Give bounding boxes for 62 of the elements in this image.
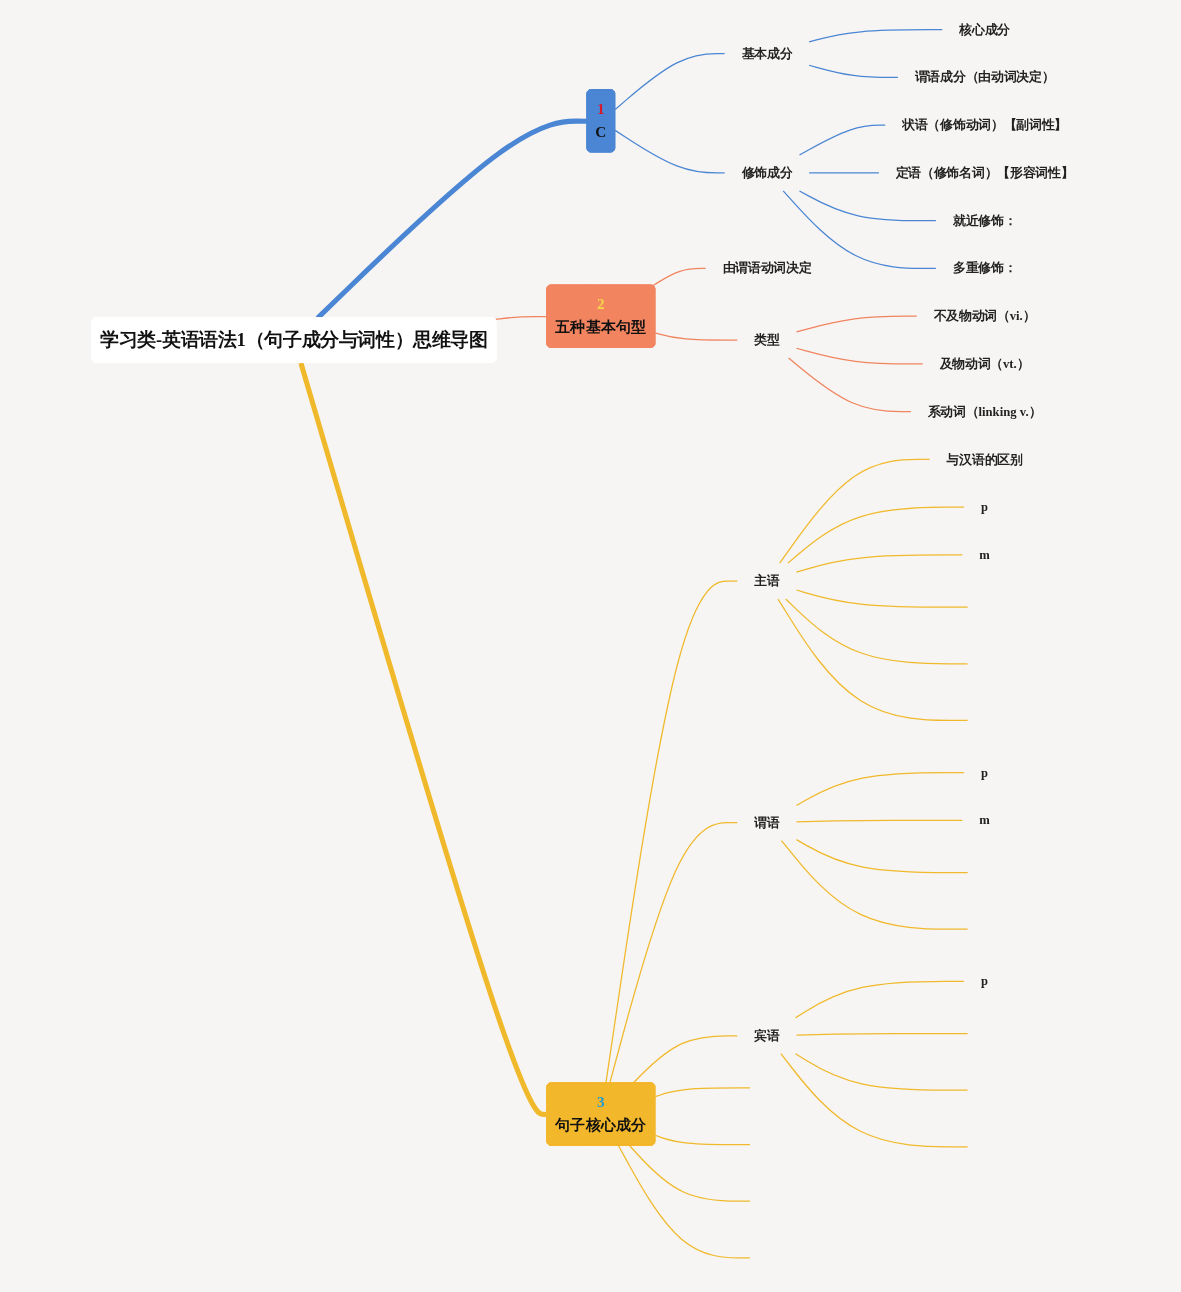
branch-line (784, 598, 968, 665)
branch-line (614, 52, 725, 111)
branch-line (795, 347, 923, 365)
topic-box: 2 五种基本句型 (545, 284, 655, 348)
topic-text: 定语（修饰名词）【形容词性】 (895, 166, 1073, 180)
branch-line (614, 129, 725, 174)
branch-line (654, 1134, 751, 1146)
branch-line (794, 1053, 968, 1091)
branch-line (808, 172, 880, 174)
branch-line (786, 506, 965, 564)
topic-text: 由谓语动词决定 (722, 261, 811, 276)
branch-line (628, 1145, 751, 1202)
topic-text: 谓语 (753, 815, 780, 830)
branch-line (779, 1053, 968, 1148)
branch-line (808, 64, 899, 79)
central-topic: 学习类-英语语法1（句子成分与词性）思维导图 (90, 317, 496, 363)
branch-line (778, 458, 930, 564)
branch-line (604, 580, 738, 1084)
branch-line (808, 29, 943, 43)
topic-text: 主语 (753, 574, 780, 588)
branch-line (787, 357, 912, 413)
branch-line (494, 315, 548, 321)
topic-text: 状语（修饰动词）【副词性】 (901, 118, 1067, 132)
branch-line (298, 362, 548, 1117)
branch-line (776, 598, 968, 722)
topic-text: m (978, 548, 990, 562)
branch-line (795, 1032, 968, 1036)
topic-text: 及物动词（vt.） (939, 357, 1029, 371)
branch-line (651, 267, 706, 287)
branch-line (617, 1145, 751, 1259)
topic-text: 类型 (753, 333, 780, 347)
branch-line (780, 839, 968, 930)
topic-text: m (978, 813, 990, 827)
topic-text: p (980, 974, 988, 988)
topic-text: 就近修饰： (952, 213, 1016, 228)
topic-text: 多重修饰： (952, 261, 1016, 276)
branch-line (795, 771, 965, 807)
branch-line (795, 589, 968, 608)
topic-text: 系动词（linking v.） (927, 404, 1041, 419)
branch-line (782, 190, 937, 270)
topic-text: 基本成分 (741, 46, 792, 61)
topic-text: 修饰成分 (741, 166, 792, 180)
topic-text: 不及物动词（vi.） (933, 309, 1035, 323)
branch-line (795, 839, 968, 874)
topic-text: 宾语 (753, 1028, 780, 1043)
branch-line (795, 554, 963, 573)
branch-line (798, 124, 886, 156)
branch-line (794, 980, 965, 1019)
topic-text: p (980, 500, 988, 514)
topic-text: p (980, 765, 988, 780)
branch-line (798, 190, 937, 222)
branch-line (795, 819, 963, 823)
branch-line (631, 1035, 738, 1084)
topic-text: 谓语成分（由动词决定） (914, 70, 1054, 85)
topic-box: 3 句子核心成分 (545, 1082, 655, 1146)
branch-line (654, 1087, 751, 1098)
branch-line (608, 821, 738, 1084)
branch-line (654, 332, 738, 341)
topic-text: 与汉语的区别 (946, 452, 1023, 467)
topic-box: 1 C (586, 89, 615, 153)
branch-line (795, 315, 917, 333)
topic-text: 核心成分 (958, 22, 1010, 37)
